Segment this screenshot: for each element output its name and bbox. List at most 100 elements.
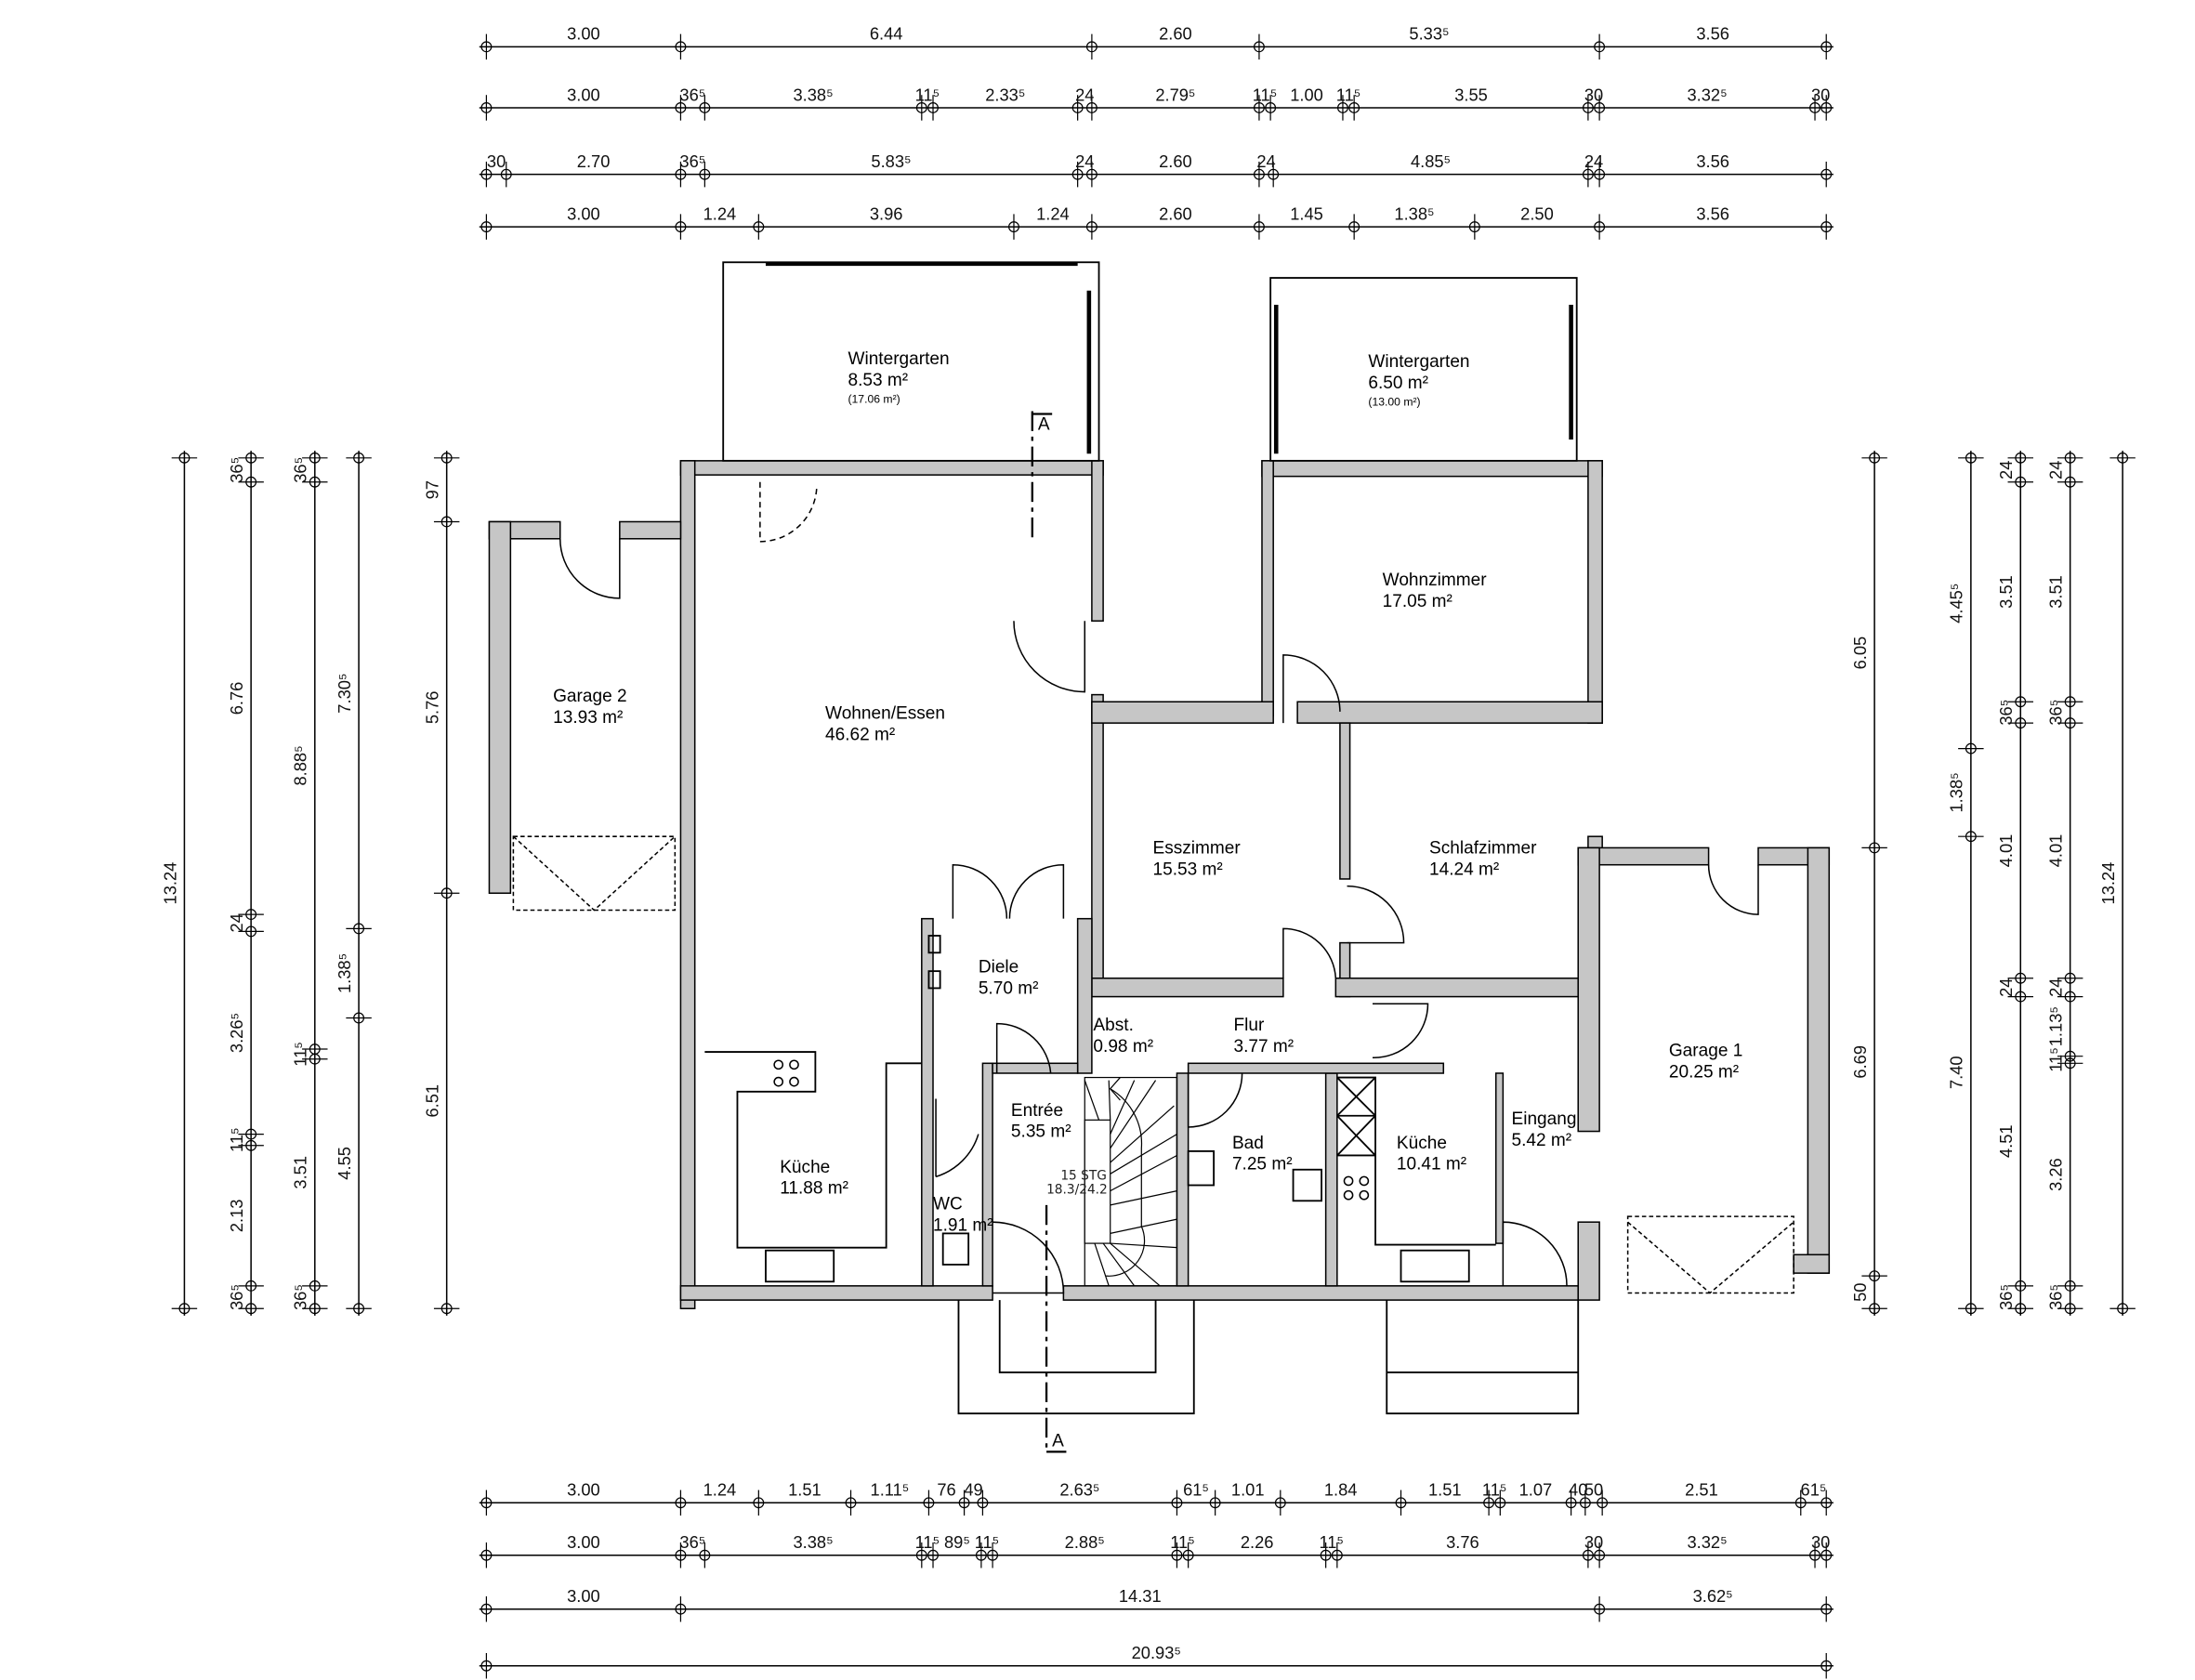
dimension-label: 6.76 — [227, 682, 246, 715]
dimension-label: 4.01 — [2046, 834, 2066, 868]
dimension-label: 11⁵ — [1253, 85, 1278, 104]
wall — [1587, 460, 1603, 724]
door-diele — [952, 863, 1065, 919]
dimension-label: 4.85⁵ — [1411, 151, 1451, 171]
dimension-label: 1.38⁵ — [335, 953, 354, 993]
wall — [1176, 1072, 1190, 1287]
hob — [1343, 1175, 1354, 1187]
dimension-label: 1.11⁵ — [871, 1480, 910, 1500]
dimension-label: 11⁵ — [227, 1127, 246, 1152]
room-name: Bad — [1232, 1134, 1264, 1153]
wall — [619, 520, 682, 540]
dimension-label: 13.24 — [160, 862, 179, 905]
door-garage2 — [559, 538, 621, 599]
dimension-label: 1.24 — [703, 203, 737, 223]
door-terrace — [759, 481, 818, 543]
dimension-label: 36⁵ — [227, 457, 246, 483]
walls — [488, 460, 1831, 1310]
door-bad — [1187, 1072, 1243, 1128]
door-esszimmer — [1282, 654, 1341, 724]
dimension-label: 1.51 — [788, 1480, 821, 1500]
dimension-label: 3.62⁵ — [1693, 1586, 1733, 1606]
wall — [1261, 460, 1603, 478]
dimension-label: 4.45⁵ — [1947, 584, 1966, 623]
dimension-label: 11⁵ — [1336, 85, 1361, 104]
dimension-label: 3.00 — [567, 1586, 600, 1606]
dimension-label: 2.63⁵ — [1059, 1480, 1099, 1500]
fixtures — [512, 261, 1794, 1453]
hob — [773, 1076, 784, 1087]
door-wc — [935, 1098, 979, 1178]
dimension-label: 13.24 — [2098, 862, 2118, 905]
room-name: WC — [933, 1194, 963, 1214]
hob — [1343, 1189, 1354, 1201]
wall — [679, 460, 696, 1310]
door-front — [992, 1221, 1065, 1294]
dimension-label: 36⁵ — [227, 1284, 246, 1310]
dimension-label: 3.32⁵ — [1687, 1532, 1727, 1552]
dimension-label: 1.24 — [1036, 203, 1070, 223]
dimension-label: 7.40 — [1947, 1056, 1966, 1089]
dimension-label: 11⁵ — [915, 1532, 940, 1552]
dimension-label: 3.26⁵ — [227, 1013, 246, 1053]
room-label: WC1.91 m² — [933, 1194, 993, 1235]
entrance-steps — [957, 1300, 1195, 1415]
room-label: Garage 120.25 m² — [1669, 1042, 1742, 1083]
shaft — [927, 935, 941, 954]
wall — [488, 520, 512, 894]
door-wohnen — [1013, 621, 1086, 693]
dimension-chain-bottom: 20.93⁵ — [479, 1643, 1834, 1679]
dimension-label: 2.50 — [1520, 203, 1554, 223]
dimension-label: 3.56 — [1696, 151, 1729, 171]
dimension-label: 11⁵ — [1482, 1480, 1507, 1500]
dimension-label: 2.79⁵ — [1155, 85, 1195, 104]
dimension-label: 36⁵ — [2046, 1284, 2066, 1310]
dimension-label: 50 — [1584, 1480, 1603, 1500]
dimension-label: 1.45 — [1290, 203, 1323, 223]
garage1-door — [1626, 1215, 1794, 1294]
dimension-label: 36⁵ — [1996, 1284, 2016, 1310]
hob — [1359, 1175, 1370, 1187]
room-area: 15.53 m² — [1153, 860, 1223, 879]
wintergarten-right-outline — [1269, 277, 1578, 462]
wall — [679, 460, 1104, 476]
room-name: Flur — [1233, 1016, 1264, 1035]
wall — [1091, 977, 1284, 998]
dimension-label: 3.96 — [870, 203, 903, 223]
room-area: 8.53 m² — [848, 371, 908, 390]
dimension-label: 11⁵ — [291, 1042, 310, 1067]
dimension-label: 3.38⁵ — [793, 85, 833, 104]
dimension-label: 6.69 — [1850, 1045, 1870, 1079]
dimension-label: 3.00 — [567, 85, 600, 104]
room-area-total: (13.00 m²) — [1368, 395, 1420, 408]
room-name: Esszimmer — [1153, 838, 1242, 858]
room-area: 14.24 m² — [1429, 860, 1499, 879]
stair-steps: 15 STG — [1060, 1168, 1107, 1183]
dimension-label: 36⁵ — [291, 1284, 310, 1310]
door-kueche — [1372, 1003, 1429, 1058]
dimension-label: 24 — [1256, 151, 1275, 171]
dimension-label: 24 — [2046, 978, 2066, 996]
section-label-top: A — [1038, 414, 1050, 434]
dimension-label: 2.33⁵ — [985, 85, 1025, 104]
dimension-label: 30 — [1811, 1532, 1830, 1552]
wall — [1187, 1062, 1445, 1074]
wall — [1091, 693, 1104, 993]
dimension-label: 5.76 — [423, 691, 442, 725]
wall — [1076, 917, 1093, 1074]
room-name: Wintergarten — [1368, 352, 1469, 372]
sink-east — [1400, 1249, 1470, 1283]
